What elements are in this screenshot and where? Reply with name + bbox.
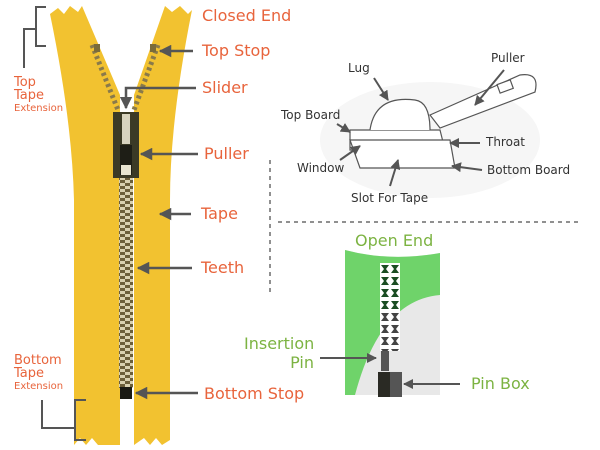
tape-label: Tape <box>201 204 238 223</box>
green-tape <box>345 250 440 395</box>
open-end-illustration <box>345 250 440 397</box>
window-arrow <box>339 145 361 161</box>
bottom-board-label: Bottom Board <box>487 163 571 177</box>
bottom-board-arrow <box>451 162 483 173</box>
slot-for-tape-label: Slot For Tape <box>351 191 429 205</box>
lug-label: Lug <box>348 61 370 75</box>
teeth <box>119 178 133 388</box>
window-label: Window <box>297 161 345 175</box>
lug-arrow <box>373 77 389 101</box>
pin-box-label: Pin Box <box>471 374 530 393</box>
gray-teeth <box>380 311 400 351</box>
closed-end-label: Closed End <box>202 6 292 25</box>
insertion-pin-label: Insertion Pin <box>244 334 315 373</box>
puller-detail-label: Puller <box>491 51 525 65</box>
bottom-stop <box>120 387 132 399</box>
top-board-arrow <box>336 123 351 133</box>
left-tape <box>50 6 120 445</box>
puller-label: Puller <box>204 144 249 163</box>
slider-arrow <box>119 86 196 110</box>
main-zipper-illustration <box>50 6 192 445</box>
bottom-tape-extension-label: Bottom Tape Extension <box>14 353 64 392</box>
puller-detail-arrow <box>474 69 505 106</box>
insertion-pin <box>381 351 389 371</box>
bottom-stop-label: Bottom Stop <box>204 384 305 403</box>
open-end-label: Open End <box>355 231 434 250</box>
top-tape-extension-label: Top Tape Extension <box>14 75 64 114</box>
top-extension-bracket <box>23 6 46 68</box>
top-board-label: Top Board <box>281 108 341 122</box>
teeth-label: Teeth <box>201 258 245 277</box>
right-tape <box>134 6 192 445</box>
slider-label: Slider <box>202 78 248 97</box>
slot-arrow <box>389 159 401 187</box>
green-teeth <box>380 263 400 311</box>
throat-label: Throat <box>486 135 526 149</box>
top-stop-label: Top Stop <box>202 41 271 60</box>
bottom-extension-bracket <box>41 399 86 441</box>
slider-detail-illustration <box>320 74 540 198</box>
